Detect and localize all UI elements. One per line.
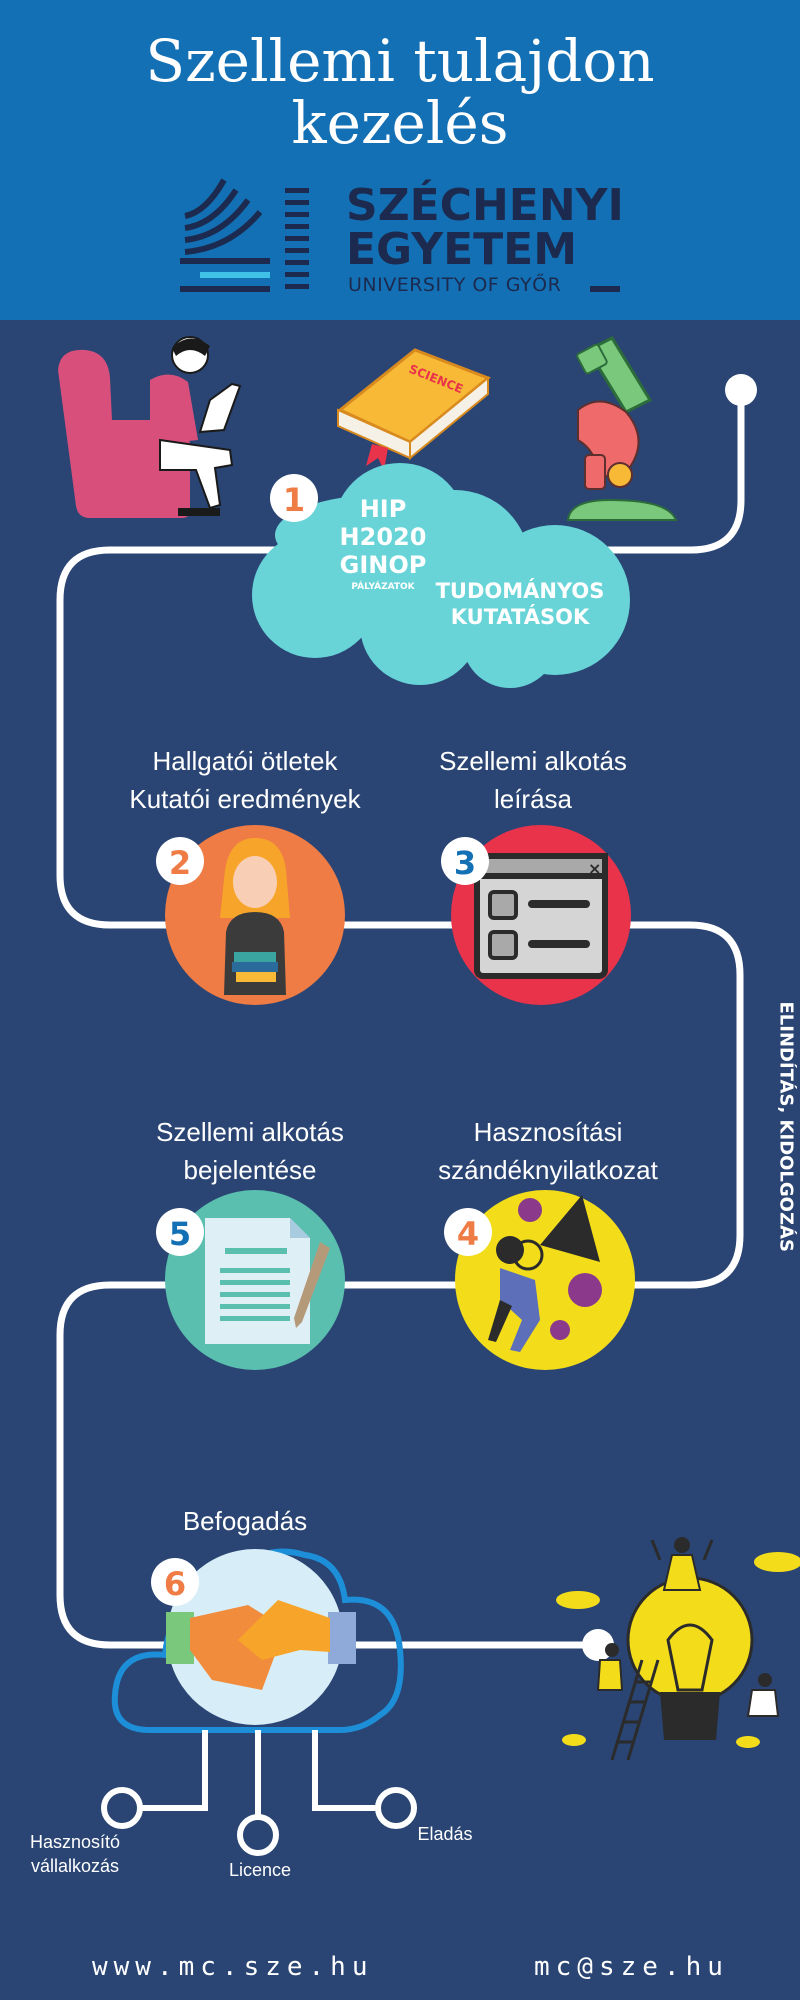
- step-3-badge: [441, 837, 489, 885]
- logo-subtitle: UNIVERSITY OF GYŐR: [348, 274, 562, 296]
- step-5-number: 5: [169, 1215, 191, 1253]
- university-logo-mark: [180, 178, 620, 292]
- document-pencil-icon: [205, 1218, 330, 1344]
- step-6-badge: [151, 1558, 199, 1606]
- cloud-right-line2: KUTATÁSOK: [450, 605, 590, 629]
- step-4-badge: [444, 1208, 492, 1256]
- cloud-right-line1: TUDOMÁNYOS: [435, 579, 605, 603]
- path-start-dot: [725, 374, 757, 406]
- step-4-label: Hasznosítási szándéknyilatkozat: [400, 1113, 696, 1189]
- step-4-number: 4: [457, 1215, 479, 1253]
- acceptance-cloud: [111, 1548, 404, 1733]
- side-label-text: ELINDÍTÁS, KIDOLGOZÁS: [775, 1001, 797, 1252]
- step-3-label: Szellemi alkotás leírása: [400, 742, 666, 818]
- step-1-badge: [270, 474, 318, 522]
- step-2-label-line2: Kutatói eredmények: [129, 784, 361, 814]
- svg-text:×: ×: [588, 859, 601, 878]
- footer-website[interactable]: www.mc.sze.hu: [92, 1952, 374, 1982]
- outcome-label-3: Eladás: [417, 1824, 473, 1844]
- step-3-label-line2: leírása: [493, 784, 573, 814]
- step-5-label-line2: bejelentése: [183, 1155, 317, 1185]
- outcome-node-2: [237, 1814, 279, 1856]
- step-5-label: Szellemi alkotás bejelentése: [110, 1113, 390, 1189]
- lightbulb-team-illustration: [556, 1537, 800, 1761]
- step-5-label-line1: Szellemi alkotás: [156, 1117, 344, 1147]
- step-6-number: 6: [164, 1565, 186, 1603]
- cloud-left-line1: HIP: [359, 495, 407, 523]
- cloud-left-text: HIP H2020 GINOP PÁLYÁZATOK: [318, 495, 448, 595]
- path-line: [56, 390, 745, 1649]
- cloud-left-line2: H2020: [339, 523, 427, 551]
- step-3-number: 3: [454, 844, 476, 882]
- step-3-label-line1: Szellemi alkotás: [439, 746, 627, 776]
- step-4-label-line2: szándéknyilatkozat: [438, 1155, 658, 1185]
- step-1-number: 1: [283, 481, 305, 519]
- outcome-node-1: [101, 1787, 143, 1829]
- page-title-line1: Szellemi tulajdon: [145, 27, 655, 95]
- logo-line2: EGYETEM: [346, 224, 577, 275]
- outcome-label-1-line2: vállalkozás: [30, 1856, 120, 1876]
- step-6-label: Befogadás: [182, 1506, 308, 1536]
- person-laptop-illustration: [58, 336, 242, 518]
- logo-line1: SZÉCHENYI: [346, 180, 624, 231]
- student-girl-illustration: [220, 838, 290, 995]
- step-5-badge: [156, 1208, 204, 1256]
- step-2-number: 2: [169, 844, 191, 882]
- step-4-label-line1: Hasznosítási: [473, 1117, 623, 1147]
- step-2-label: Hallgatói ötletek Kutatói eredmények: [100, 742, 390, 818]
- outcome-label-2: Licence: [228, 1860, 292, 1880]
- outcome-label-1: Hasznosító vállalkozás: [10, 1830, 140, 1878]
- side-label: ELINDÍTÁS, KIDOLGOZÁS: [772, 1001, 800, 1252]
- outcome-label-1-line1: Hasznosító: [29, 1832, 121, 1852]
- megaphone-person-illustration: [488, 1195, 602, 1352]
- cloud-left-small: PÁLYÁZATOK: [351, 582, 415, 592]
- document-window-icon: ×: [474, 853, 608, 979]
- footer-email[interactable]: mc@sze.hu: [534, 1952, 729, 1982]
- cloud-right-text: TUDOMÁNYOS KUTATÁSOK: [430, 578, 610, 630]
- step-2-label-line1: Hallgatói ötletek: [152, 746, 338, 776]
- cloud-left-line3: GINOP: [339, 551, 427, 579]
- header-banner: Szellemi tulajdon kezelés SZÉCHENYI EGYE…: [0, 0, 800, 320]
- science-book-illustration: SCIENCE: [337, 348, 491, 470]
- microscope-illustration: [566, 336, 678, 521]
- page-title-line2: kezelés: [291, 89, 509, 157]
- outcome-node-3: [375, 1787, 417, 1829]
- step-2-badge: [156, 837, 204, 885]
- funding-cloud: [252, 463, 630, 688]
